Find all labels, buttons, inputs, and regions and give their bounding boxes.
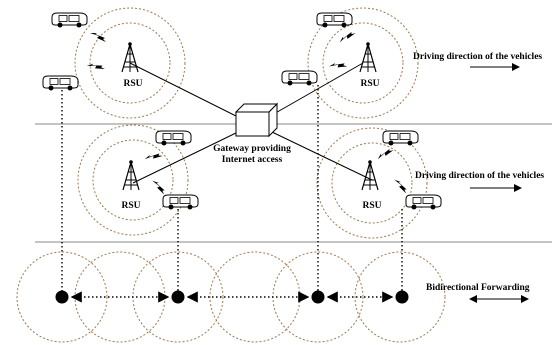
rsu-range-top-right bbox=[307, 7, 419, 119]
wireless-link-icon bbox=[391, 179, 410, 194]
rsu-label: RSU bbox=[360, 79, 379, 89]
forwarding-node-icon bbox=[311, 290, 325, 304]
rsu-range-mid-left bbox=[77, 124, 189, 236]
vehicle-icon bbox=[42, 75, 79, 91]
driving-direction-label-top: Driving direction of the vehicles bbox=[413, 52, 542, 62]
wireless-link-icon bbox=[86, 60, 105, 75]
rsu-tower-icon bbox=[122, 159, 140, 191]
vehicle-icon bbox=[155, 130, 192, 146]
rsu-tower-icon bbox=[359, 41, 377, 73]
vehicle-icon bbox=[316, 12, 353, 28]
vehicle-icon bbox=[405, 194, 442, 210]
rsu-label: RSU bbox=[362, 201, 381, 211]
wireless-link-icon bbox=[144, 149, 163, 167]
rsu-label: RSU bbox=[123, 79, 142, 89]
bidirectional-label: Bidirectional Forwarding bbox=[426, 283, 530, 293]
driving-direction-label-mid: Driving direction of the vehicles bbox=[415, 171, 544, 181]
wireless-link-icon bbox=[329, 58, 348, 75]
rsu-range-top-left bbox=[74, 7, 186, 119]
gateway-box-icon bbox=[234, 102, 279, 138]
wireless-link-icon bbox=[90, 33, 106, 42]
vehicle-icon bbox=[382, 130, 419, 146]
forwarding-node-icon bbox=[171, 290, 185, 304]
wireless-link-icon bbox=[339, 28, 356, 47]
rsu-tower-icon bbox=[361, 159, 379, 191]
wireless-link-icon bbox=[149, 180, 168, 195]
vehicle-icon bbox=[281, 70, 318, 86]
projection-lines bbox=[61, 85, 403, 297]
vehicle-icon bbox=[162, 194, 199, 210]
gateway-label-line2: Internet access bbox=[222, 155, 283, 165]
gateway-links bbox=[129, 62, 373, 184]
forwarding-node-icon bbox=[55, 290, 69, 304]
rsu-label: RSU bbox=[121, 201, 140, 211]
rsu-range-mid-right bbox=[316, 127, 428, 239]
gateway-label-line1: Gateway providing bbox=[213, 144, 291, 154]
forwarding-node-icon bbox=[395, 290, 409, 304]
rsu-tower-icon bbox=[121, 41, 139, 73]
vehicle-icon bbox=[51, 12, 88, 28]
